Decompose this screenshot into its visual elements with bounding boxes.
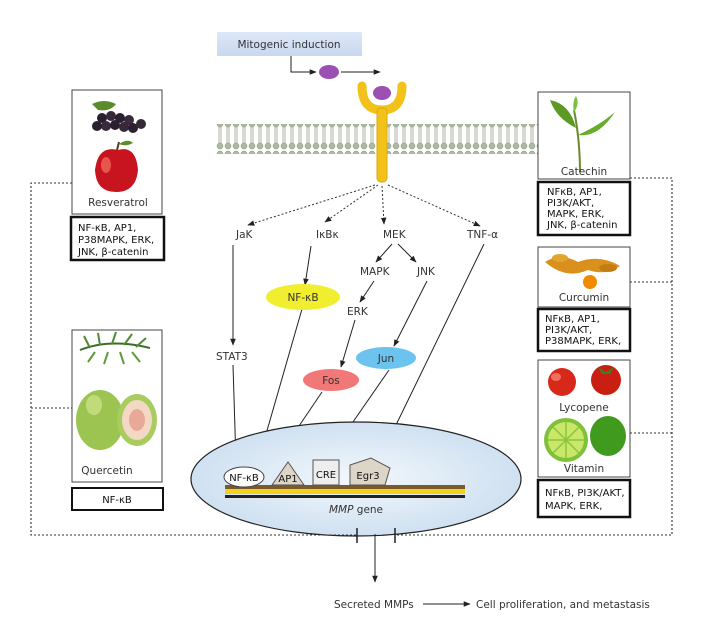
erk-label: ERK [347, 306, 369, 318]
quercetin-targets-line-1: NF-κB [102, 495, 132, 506]
nfkb-node-label: NF-κB [287, 292, 318, 304]
cre-site: CRE [312, 459, 340, 486]
tomatoes-image [548, 365, 621, 396]
nfkb-node: NF-κB [266, 284, 340, 310]
mitogenic-induction-box: Mitogenic induction [217, 32, 362, 56]
resveratrol-targets-box: NF-κB, AP1, P38MAPK, ERK, JNK, β-catenin [69, 215, 166, 262]
lime-image [544, 416, 626, 462]
catechin-targets-line-4: JNK, β-catenin [546, 220, 618, 231]
curcumin-targets-line-1: NFκB, AP1, [545, 314, 600, 325]
catechin-targets-line-1: NFκB, AP1, [547, 187, 602, 198]
ap1-site: AP1 [271, 461, 305, 486]
catechin-targets-box: NFκB, AP1, PI3K/AKT, MAPK, ERK, JNK, β-c… [536, 180, 632, 237]
receptor-signal-arrows [247, 184, 481, 227]
mek-label: MEK [383, 229, 407, 241]
nucleus: NF-κB AP1 CRE Egr3 MMP gene [190, 421, 522, 537]
curcumin-label: Curcumin [559, 292, 609, 304]
tnf-label: TNF-α [466, 229, 498, 241]
curcumin-targets-line-3: P38MAPK, ERK, [545, 336, 621, 347]
vitamin-targets-line-2: MAPK, ERK, [545, 501, 602, 512]
mitogenic-induction-label: Mitogenic induction [237, 39, 340, 51]
catechin-panel: Catechin [537, 91, 631, 180]
tea-leaves-image [550, 96, 615, 173]
lycopene-vitamin-panel: Lycopene Vitamin [537, 359, 631, 478]
nfkb-site-label: NF-κB [229, 473, 259, 484]
resveratrol-targets-line-2: P38MAPK, ERK, [78, 235, 154, 246]
fos-node: Fos [303, 369, 359, 391]
ikb-label: IκBκ [316, 229, 339, 241]
turmeric-image [545, 254, 620, 289]
resveratrol-panel: Resveratrol [71, 89, 163, 215]
nfkb-site: NF-κB [223, 466, 265, 488]
jun-node: Jun [356, 347, 416, 369]
grapes-image [92, 101, 146, 133]
resveratrol-label: Resveratrol [88, 197, 148, 209]
dna-strand-mid [225, 489, 465, 494]
curcumin-targets-box: NFκB, AP1, PI3K/AKT, P38MAPK, ERK, [536, 307, 632, 353]
catechin-targets-line-2: PI3K/AKT, [547, 198, 594, 209]
lycopene-label: Lycopene [559, 402, 609, 414]
proliferation-label: Cell proliferation, and metastasis [476, 599, 650, 611]
mmp-gene-label: MMP gene [329, 504, 383, 516]
ligand-free [319, 65, 339, 79]
induction-arrow [290, 56, 317, 75]
stat3-label: STAT3 [216, 351, 248, 363]
secreted-mmps-label: Secreted MMPs [334, 599, 414, 611]
guava-image [76, 390, 157, 450]
curcumin-targets-line-2: PI3K/AKT, [545, 325, 592, 336]
ligand-bound [373, 86, 391, 100]
vitamin-targets-box: NFκB, PI3K/AKT, MAPK, ERK, [536, 478, 632, 519]
quercetin-targets-box: NF-κB [71, 487, 164, 511]
leaves-image [79, 331, 151, 365]
vitamin-targets-line-1: NFκB, PI3K/AKT, [545, 488, 625, 499]
fos-node-label: Fos [322, 375, 340, 387]
apple-image [95, 140, 138, 192]
jun-node-label: Jun [377, 353, 394, 365]
catechin-targets-line-3: MAPK, ERK, [547, 209, 604, 220]
ap1-site-label: AP1 [278, 474, 297, 485]
dna-strand-top [225, 485, 465, 489]
catechin-label: Catechin [561, 166, 607, 178]
egr3-site: Egr3 [349, 457, 391, 486]
resveratrol-targets-line-1: NF-κB, AP1, [78, 223, 136, 234]
quercetin-panel: Quercetin [71, 329, 163, 483]
egr3-site-label: Egr3 [356, 471, 379, 482]
vitamin-label: Vitamin [564, 463, 604, 475]
receptor [357, 81, 407, 183]
quercetin-label: Quercetin [81, 465, 132, 477]
jnk-label: JNK [416, 266, 436, 278]
resveratrol-targets-line-3: JNK, β-catenin [77, 247, 149, 258]
jak-label: JaK [235, 229, 254, 241]
dna-strand-bottom [225, 495, 465, 498]
curcumin-panel: Curcumin [537, 246, 631, 308]
mapk-label: MAPK [360, 266, 391, 278]
inhibition-lines [30, 177, 673, 536]
cre-site-label: CRE [316, 470, 336, 481]
